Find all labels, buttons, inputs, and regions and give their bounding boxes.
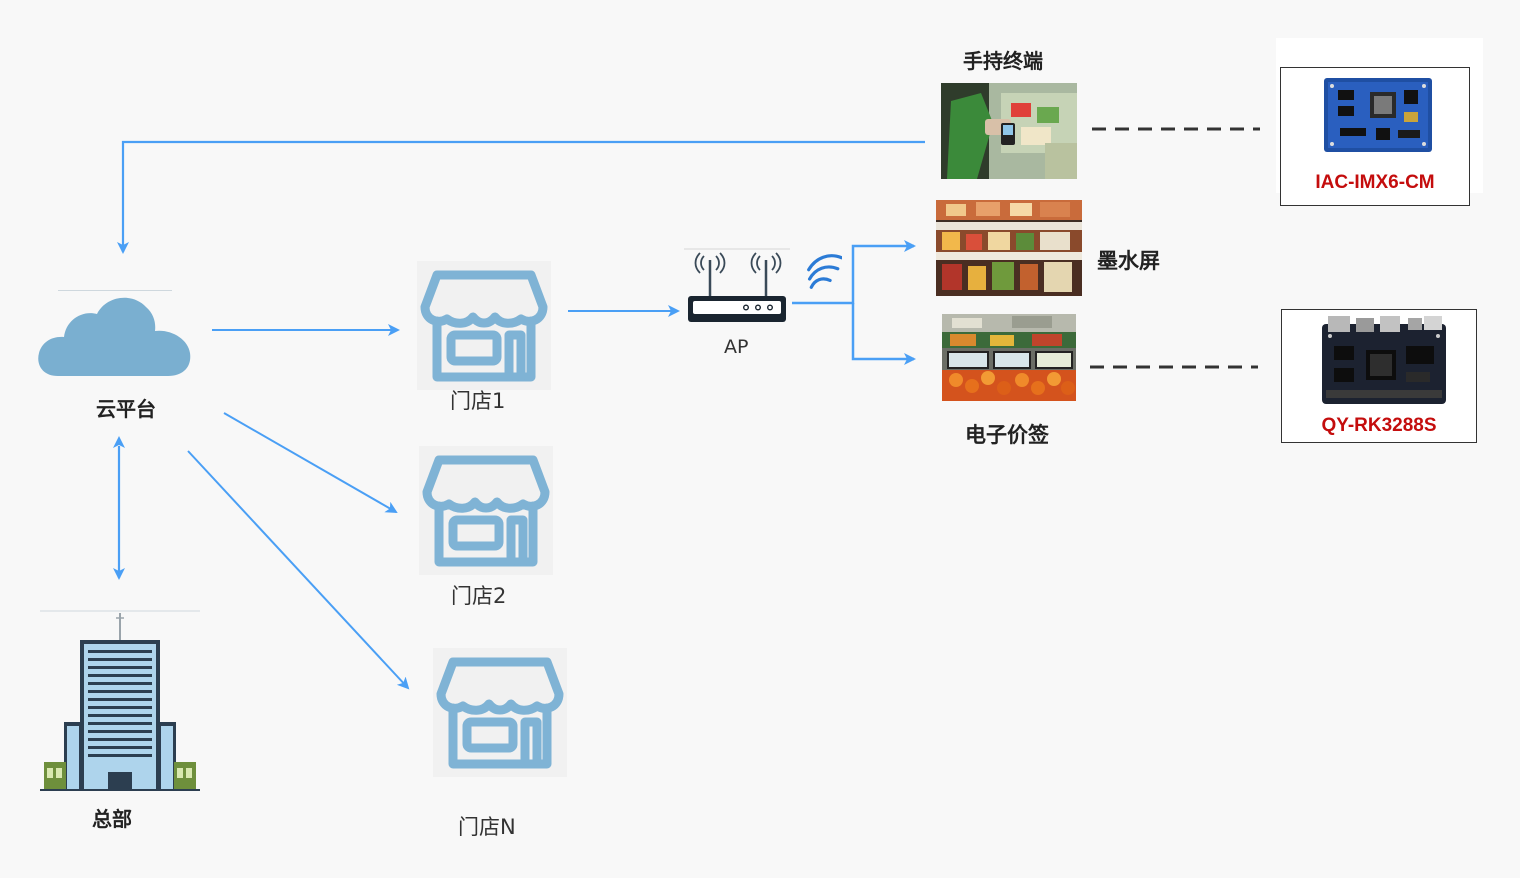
esl-photo [942,314,1076,401]
store-icon-1 [417,261,551,390]
storeN-label: 门店N [458,815,516,839]
wifi-icon [807,254,842,289]
building-icon [40,610,200,791]
edge-ap-esl [851,303,916,365]
edge-ap-eink [792,240,916,305]
store-icon-2 [419,446,553,575]
board1-box: IAC-IMX6-CM [1280,67,1470,206]
edge-cloud-store2 [223,412,398,513]
esl-label: 电子价签 [965,423,1049,447]
board2-image [1322,316,1446,404]
edge-handheld-to-cloud [117,140,925,254]
hq-label: 总部 [92,807,132,831]
edge-cloud-storeN [187,450,410,690]
cloud-label: 云平台 [96,397,156,421]
router-icon [684,248,790,322]
store-icon-n [433,648,567,777]
ap-label: AP [724,336,749,358]
cloud-icon [38,290,191,376]
eink-label: 墨水屏 [1097,249,1160,273]
store2-label: 门店2 [451,584,507,608]
board2-label: QY-RK3288S [1321,415,1437,436]
handheld-label: 手持终端 [963,49,1043,73]
board1-image [1324,78,1432,152]
store1-label: 门店1 [450,389,506,413]
eink-photo [936,200,1082,296]
board1-label: IAC-IMX6-CM [1315,172,1435,193]
handheld-photo [941,83,1077,179]
board2-box: QY-RK3288S [1281,309,1477,443]
